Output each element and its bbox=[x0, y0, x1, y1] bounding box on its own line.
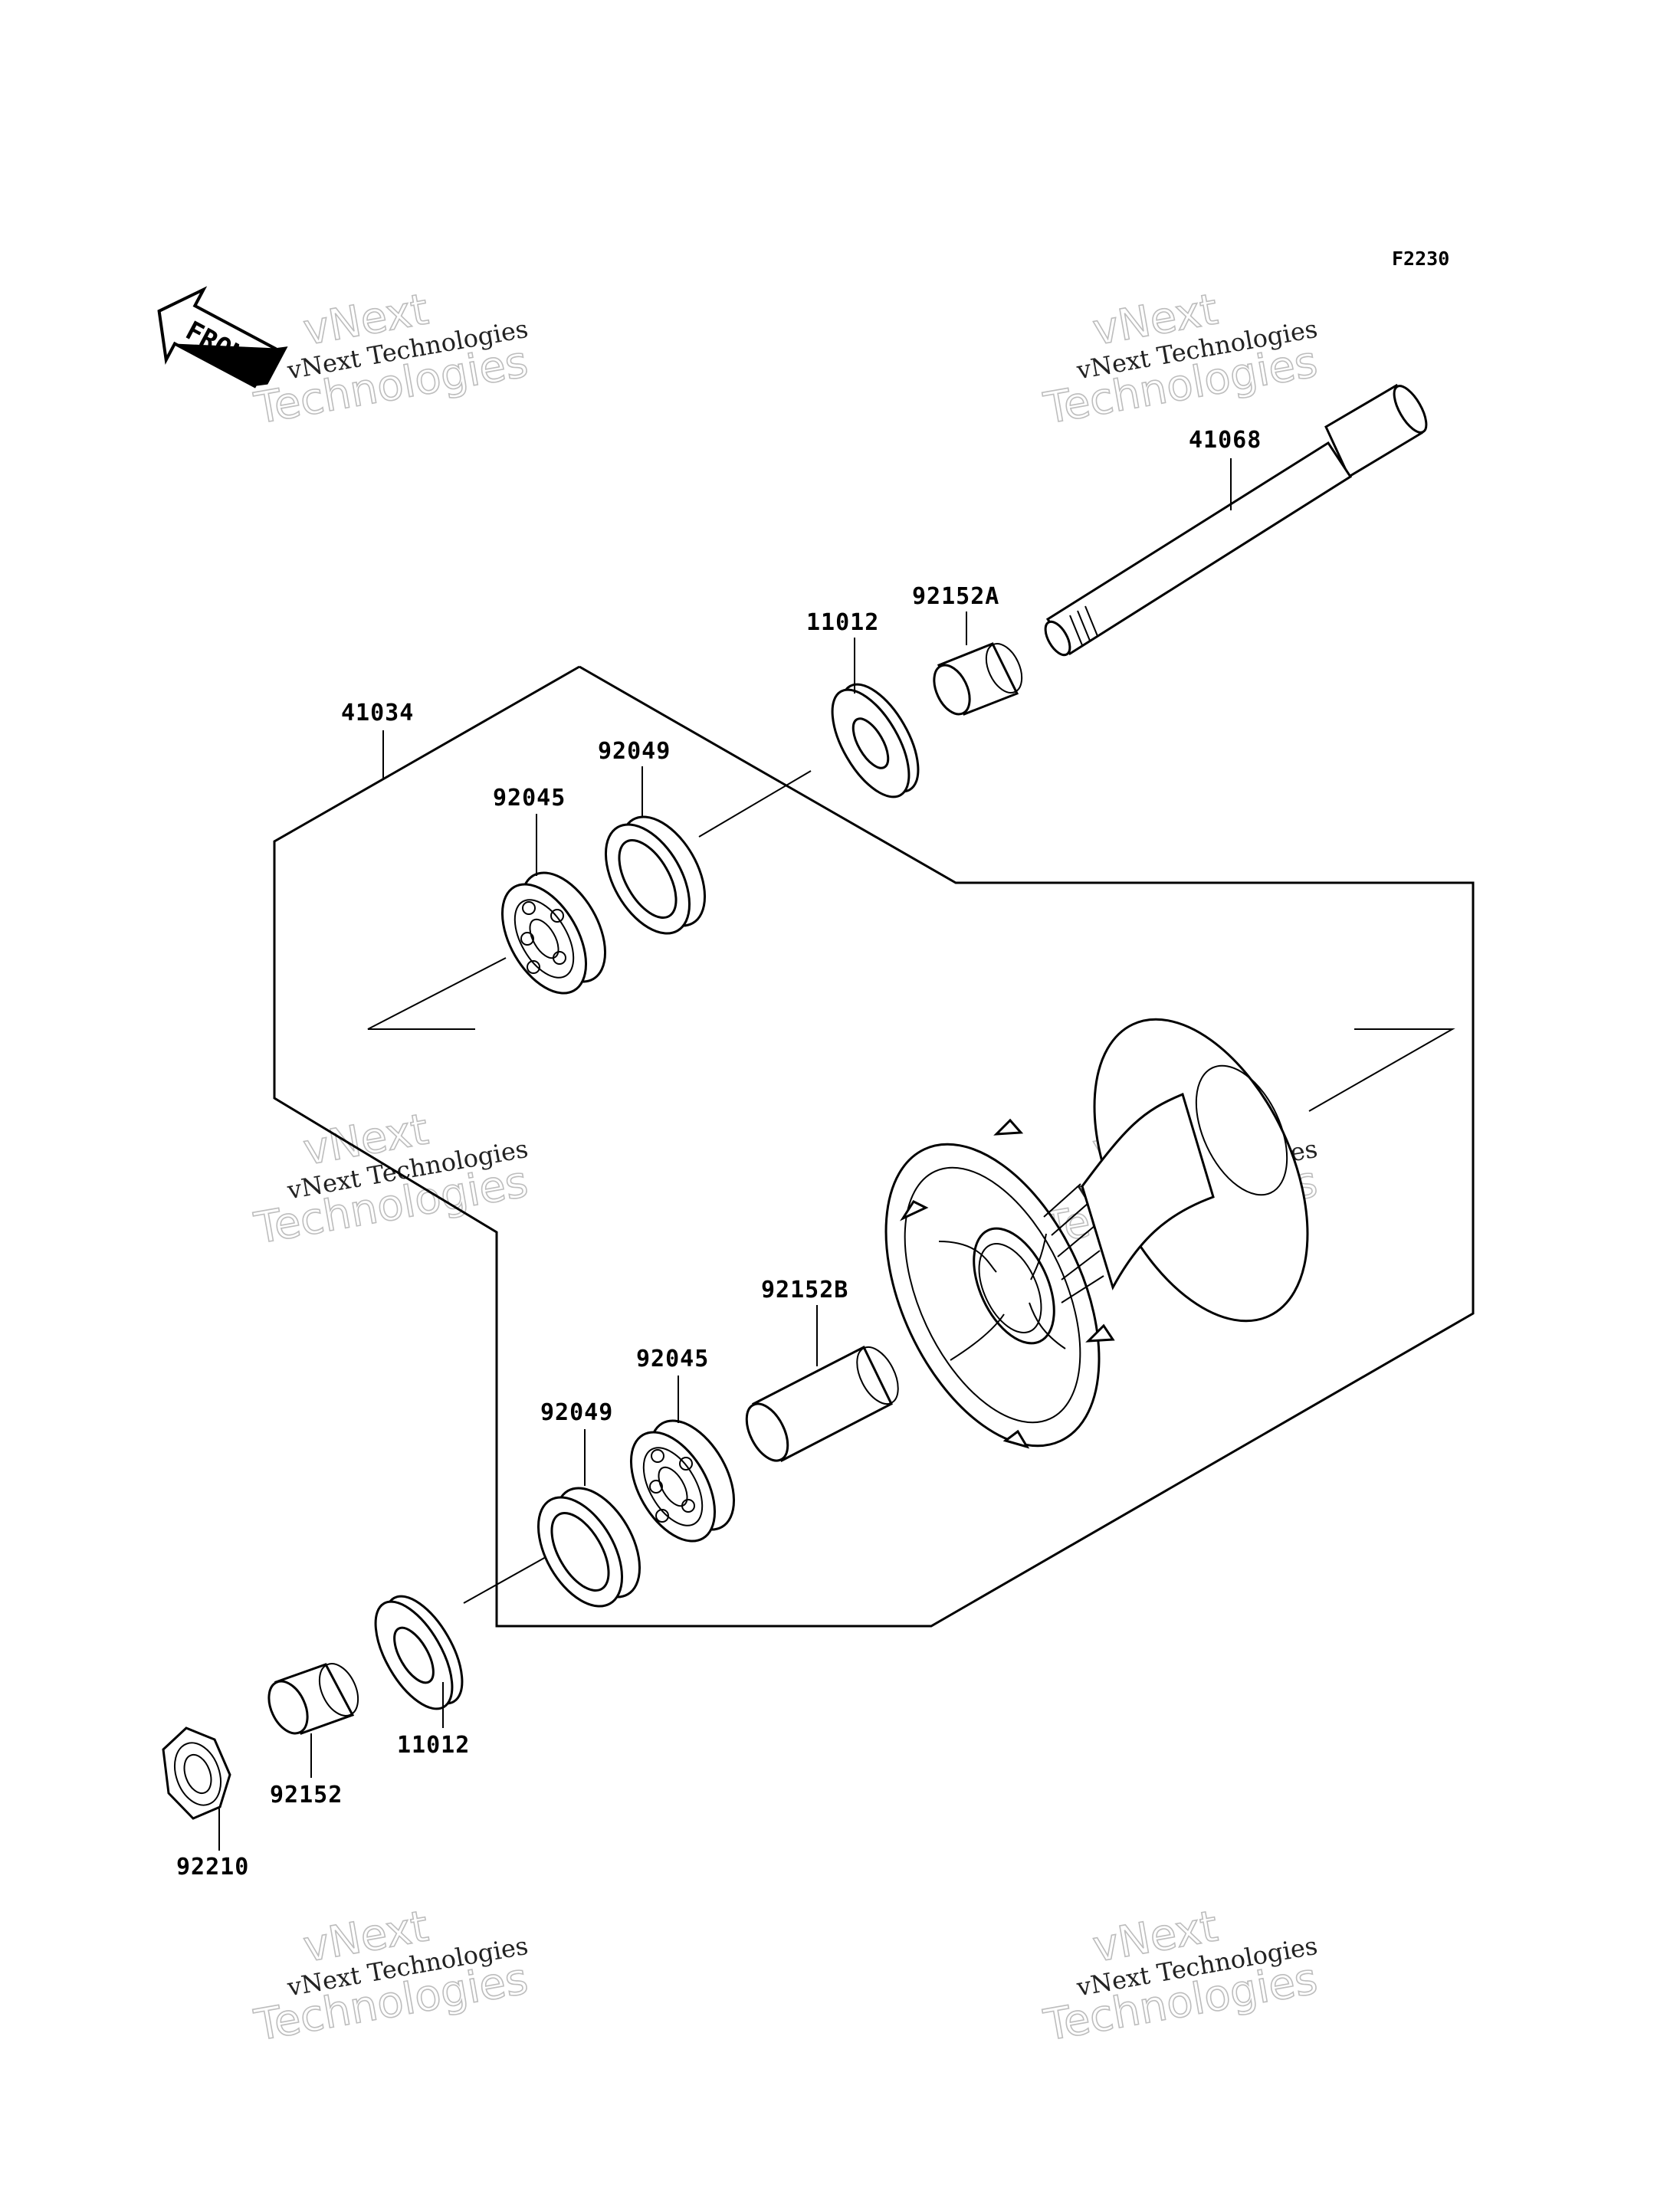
axle-centerline-top bbox=[698, 770, 812, 838]
label-41068: 41068 bbox=[1189, 427, 1262, 454]
nut-part bbox=[162, 1726, 231, 1820]
label-92045-bottom: 92045 bbox=[636, 1346, 709, 1372]
seal-top-part bbox=[831, 683, 920, 798]
label-92210: 92210 bbox=[176, 1854, 249, 1881]
bearing-top-part bbox=[500, 871, 607, 995]
axle-centerline-mid bbox=[367, 957, 507, 1030]
label-41034: 41034 bbox=[341, 700, 414, 726]
label-11012-top: 11012 bbox=[806, 609, 879, 636]
wheel-hub-part bbox=[884, 1018, 1309, 1449]
label-92152b: 92152B bbox=[761, 1277, 848, 1303]
collar-a-part bbox=[933, 642, 1023, 716]
assembly-outline bbox=[273, 665, 1475, 1628]
label-92152a: 92152A bbox=[912, 583, 999, 610]
bearing-seal-bottom-part bbox=[536, 1487, 641, 1608]
bearing-bottom-part bbox=[629, 1419, 736, 1543]
label-92049-top: 92049 bbox=[598, 738, 671, 765]
label-92049-bottom: 92049 bbox=[540, 1399, 613, 1426]
seal-bottom-part bbox=[374, 1595, 464, 1710]
axle-part bbox=[1044, 383, 1428, 657]
leader-lines bbox=[218, 458, 1232, 1851]
bearing-seal-top-part bbox=[604, 815, 707, 935]
axle-centerline-right bbox=[1308, 1028, 1455, 1112]
label-92045-top: 92045 bbox=[493, 785, 566, 812]
collar-b-part bbox=[745, 1345, 899, 1463]
axle-centerline-bottom bbox=[463, 1556, 546, 1604]
figure-code: F2230 bbox=[1392, 248, 1449, 270]
collar-part bbox=[267, 1663, 359, 1735]
label-92152: 92152 bbox=[270, 1782, 343, 1808]
label-11012-bottom: 11012 bbox=[397, 1732, 470, 1759]
